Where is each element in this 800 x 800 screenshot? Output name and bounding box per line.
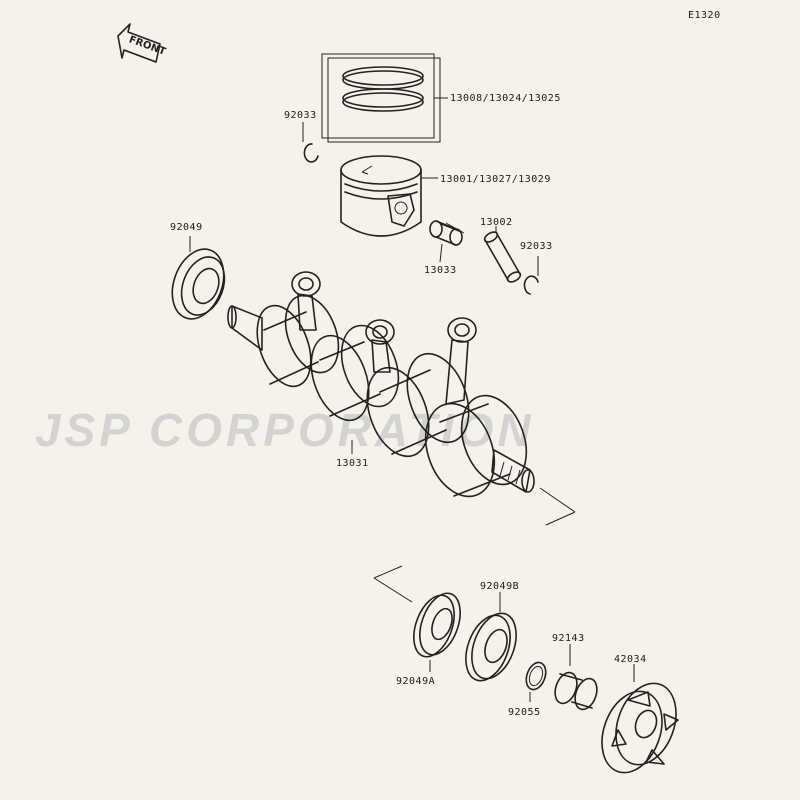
callout-rings: 13008/13024/13025 — [450, 93, 561, 104]
diagram-code: E1320 — [688, 10, 721, 21]
collar-part — [554, 644, 598, 711]
coupling-part — [601, 664, 679, 774]
o-ring-part — [525, 661, 547, 702]
oil-seal-a-part — [413, 592, 461, 672]
needle-bearing-part — [429, 220, 465, 263]
callout-bearing-b: 92049B — [480, 581, 519, 592]
crankshaft-part — [227, 271, 576, 526]
front-arrow-icon: FRONT — [117, 23, 167, 63]
bearing-b-part — [465, 592, 517, 682]
assembly-guide-lines — [373, 565, 413, 603]
callout-o-ring: 92055 — [508, 707, 541, 718]
callout-piston: 13001/13027/13029 — [440, 174, 551, 185]
piston-pin-clip-right-part — [523, 256, 539, 295]
callout-clip-right: 92033 — [520, 241, 553, 252]
piston-pin-clip-left-part — [302, 122, 319, 163]
callout-needle-bearing: 13033 — [424, 265, 457, 276]
callout-coupling: 42034 — [614, 654, 647, 665]
callout-crankshaft: 13031 — [336, 458, 369, 469]
callout-clip-left: 92033 — [284, 110, 317, 121]
watermark-text: JSP CORPORATION — [35, 404, 535, 456]
callout-seal-left: 92049 — [170, 222, 203, 233]
callout-collar: 92143 — [552, 633, 585, 644]
oil-seal-left-part — [171, 236, 226, 320]
piston-rings-part — [321, 53, 448, 143]
piston-pin-part — [483, 226, 522, 283]
piston-part — [340, 155, 438, 237]
callout-seal-a: 92049A — [396, 676, 435, 687]
callout-pin: 13002 — [480, 217, 513, 228]
